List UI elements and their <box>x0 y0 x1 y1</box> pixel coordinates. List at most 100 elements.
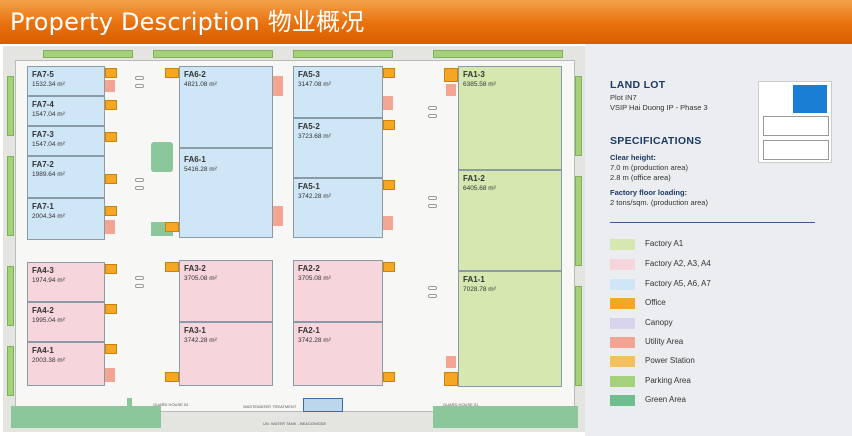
utility-area <box>273 76 283 96</box>
parking-bay <box>135 84 144 88</box>
factory-fa7-3[interactable]: FA7-3 1547.04 m² <box>27 126 105 156</box>
factory-fa4-3[interactable]: FA4-3 1974.94 m² <box>27 262 105 302</box>
parking-strip <box>7 266 14 326</box>
legend-swatch <box>610 279 635 290</box>
parking-bay <box>428 106 437 110</box>
legend-factory-a1: Factory A1 <box>610 238 810 250</box>
parking-strip <box>293 50 393 58</box>
factory-label: FA1-3 <box>463 70 485 79</box>
legend-swatch <box>610 337 635 348</box>
utility-area <box>446 356 456 368</box>
office <box>165 372 179 382</box>
factory-label: FA1-2 <box>463 174 485 183</box>
factory-label: FA7-4 <box>32 100 54 109</box>
factory-area: 3705.08 m² <box>184 275 217 282</box>
factory-fa1-2[interactable]: FA1-2 6405.68 m² <box>458 170 562 271</box>
factory-area: 5416.28 m² <box>184 166 217 173</box>
legend-label: Factory A2, A3, A4 <box>645 259 711 268</box>
legend-swatch <box>610 259 635 270</box>
legend-label: Office <box>645 298 666 307</box>
legend-swatch <box>610 395 635 406</box>
factory-fa6-2[interactable]: FA6-2 4821.08 m² <box>179 66 273 148</box>
legend-swatch <box>610 376 635 387</box>
legend-label: Factory A5, A6, A7 <box>645 279 711 288</box>
legend-office: Office <box>610 297 810 309</box>
legend-label: Green Area <box>645 395 686 404</box>
factory-label: FA2-2 <box>298 264 320 273</box>
office <box>105 68 117 78</box>
factory-fa6-1[interactable]: FA6-1 5416.28 m² <box>179 148 273 238</box>
guard-house-right-label: GUARD HOUSE 01 <box>443 402 479 407</box>
office <box>165 68 179 78</box>
parking-bay <box>135 76 144 80</box>
guard-house-left-label: GUARD HOUSE 02 <box>153 402 189 407</box>
factory-label: FA7-3 <box>32 130 54 139</box>
clear-height-label: Clear height: <box>610 153 656 162</box>
factory-fa7-5[interactable]: FA7-5 1532.34 m² <box>27 66 105 96</box>
legend-factory-a2-a3-a4: Factory A2, A3, A4 <box>610 258 810 270</box>
legend-swatch <box>610 239 635 250</box>
factory-area: 1547.04 m² <box>32 141 65 148</box>
office <box>383 262 395 272</box>
factory-label: FA2-1 <box>298 326 320 335</box>
office <box>165 262 179 272</box>
factory-fa1-1[interactable]: FA1-1 7028.78 m² <box>458 271 562 387</box>
legend-power-station: Power Station <box>610 355 810 367</box>
office <box>105 206 117 216</box>
factory-label: FA7-2 <box>32 160 54 169</box>
office <box>165 222 179 232</box>
key-plan-block <box>763 116 829 136</box>
factory-area: 1974.94 m² <box>32 277 65 284</box>
legend-canopy: Canopy <box>610 317 810 329</box>
factory-label: FA7-5 <box>32 70 54 79</box>
utility-area <box>105 80 115 92</box>
utility-area <box>446 84 456 96</box>
highlighted-plot <box>793 85 827 113</box>
parking-bay <box>428 294 437 298</box>
factory-label: FA6-1 <box>184 155 206 164</box>
divider <box>610 222 815 223</box>
specifications-title: SPECIFICATIONS <box>610 135 702 147</box>
factory-fa3-1[interactable]: FA3-1 3742.28 m² <box>179 322 273 386</box>
parking-bay <box>428 286 437 290</box>
utility-area <box>383 216 393 230</box>
office <box>444 68 458 82</box>
legend-utility-area: Utility Area <box>610 336 810 348</box>
factory-area: 3705.08 m² <box>298 275 331 282</box>
office <box>105 132 117 142</box>
floor-loading-label: Factory floor loading: <box>610 188 688 197</box>
factory-area: 1995.04 m² <box>32 317 65 324</box>
factory-fa4-2[interactable]: FA4-2 1995.04 m² <box>27 302 105 342</box>
factory-area: 2003.38 m² <box>32 357 65 364</box>
factory-fa7-2[interactable]: FA7-2 1989.64 m² <box>27 156 105 198</box>
parking-strip <box>575 76 582 156</box>
parking-bay <box>428 204 437 208</box>
office <box>105 100 117 110</box>
parking-strip <box>575 286 582 386</box>
factory-fa7-4[interactable]: FA7-4 1547.04 m² <box>27 96 105 126</box>
factory-fa5-1[interactable]: FA5-1 3742.28 m² <box>293 178 383 238</box>
factory-area: 1989.64 m² <box>32 171 65 178</box>
factory-fa5-2[interactable]: FA5-2 3723.68 m² <box>293 118 383 178</box>
factory-label: FA3-2 <box>184 264 206 273</box>
factory-fa2-1[interactable]: FA2-1 3742.28 m² <box>293 322 383 386</box>
clear-height-office: 2.8 m (office area) <box>610 173 671 182</box>
factory-fa7-1[interactable]: FA7-1 2004.34 m² <box>27 198 105 240</box>
factory-fa2-2[interactable]: FA2-2 3705.08 m² <box>293 260 383 322</box>
parking-bay <box>135 178 144 182</box>
factory-label: FA5-1 <box>298 182 320 191</box>
factory-fa1-3[interactable]: FA1-3 6385.58 m² <box>458 66 562 170</box>
factory-fa3-2[interactable]: FA3-2 3705.08 m² <box>179 260 273 322</box>
legend-label: Utility Area <box>645 337 684 346</box>
legend-parking-area: Parking Area <box>610 375 810 387</box>
parking-strip <box>575 176 582 266</box>
factory-area: 7028.78 m² <box>463 286 496 293</box>
green-area <box>127 398 132 428</box>
green-area <box>151 142 173 172</box>
factory-fa5-3[interactable]: FA5-3 3147.08 m² <box>293 66 383 118</box>
factory-area: 4821.08 m² <box>184 81 217 88</box>
factory-label: FA1-1 <box>463 275 485 284</box>
factory-fa4-1[interactable]: FA4-1 2003.38 m² <box>27 342 105 386</box>
office <box>105 344 117 354</box>
legend-swatch <box>610 298 635 309</box>
